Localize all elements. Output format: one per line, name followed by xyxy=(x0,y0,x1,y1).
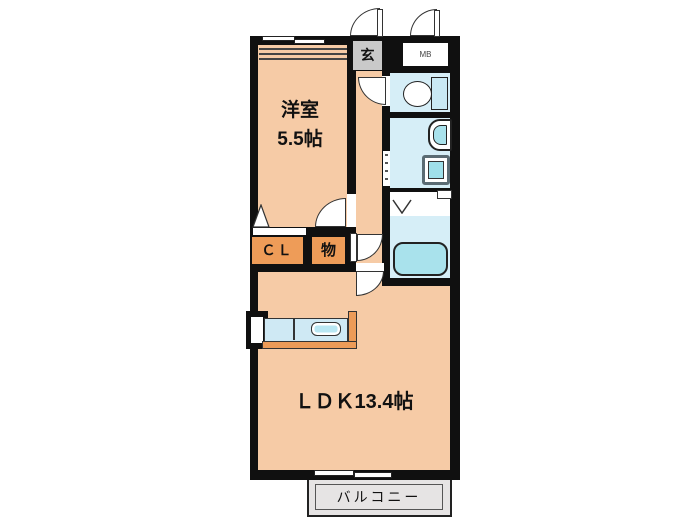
toilet-icon xyxy=(403,81,432,107)
entrance-door-swing-icon xyxy=(350,8,380,36)
western-room-label-block: 洋室 5.5帖 xyxy=(255,96,345,154)
storage-label: 物 xyxy=(320,242,336,259)
ldk-label: ＬＤＫ13.4帖 xyxy=(294,391,414,413)
kitchen-sink-icon xyxy=(311,322,341,336)
folding-door-triangle-icon xyxy=(252,204,270,228)
balcony-inner-rail xyxy=(315,484,443,510)
wall-right xyxy=(450,36,460,480)
closet-label: ＣＬ xyxy=(261,242,294,258)
balcony-label: バルコニー xyxy=(336,489,422,505)
western-room-floor xyxy=(258,45,347,227)
washbasin-bowl xyxy=(433,125,447,145)
kitchen-window-glass xyxy=(251,317,263,343)
meter-box-door-leaf xyxy=(434,10,440,37)
window-icon-west-a xyxy=(262,36,295,41)
wall-west-hall xyxy=(347,36,356,267)
kitchen-sink-unit xyxy=(264,318,348,342)
western-room-size-label: 5.5帖 xyxy=(277,129,323,150)
sliding-door-dashes-icon xyxy=(383,151,390,186)
window-icon-west-b xyxy=(294,39,325,44)
balcony-sliding-door-b xyxy=(354,472,392,478)
ledge-line xyxy=(259,58,347,60)
washing-machine-icon xyxy=(422,155,450,185)
bathtub-icon xyxy=(393,242,448,276)
washbasin-icon xyxy=(428,119,452,151)
balcony: バルコニー xyxy=(307,477,452,517)
entrance-area: 玄 xyxy=(352,40,383,71)
kitchen-window xyxy=(246,311,268,349)
storage-box: 物 xyxy=(310,235,347,266)
bath-counter xyxy=(437,190,452,199)
folding-door-v-icon xyxy=(392,199,412,214)
meter-box: MB xyxy=(401,41,450,68)
meter-box-label: MB xyxy=(419,50,432,59)
closet-box: ＣＬ xyxy=(250,235,305,266)
meter-box-door-swing-icon xyxy=(410,9,437,36)
storage-door-leaf xyxy=(350,233,357,262)
balcony-sliding-door-a xyxy=(314,470,354,476)
toilet-door-opening xyxy=(382,76,390,106)
ledge-line xyxy=(259,53,347,55)
ldk-floor-upper xyxy=(258,272,382,286)
ledge-line xyxy=(259,48,347,50)
dash-marks xyxy=(385,154,388,183)
ldk-door-opening xyxy=(356,263,384,271)
kitchen-unit-divider xyxy=(293,319,295,340)
western-door-opening xyxy=(347,194,356,227)
closet-opening xyxy=(253,228,306,235)
entrance-door-leaf xyxy=(377,9,383,37)
washing-machine-drum xyxy=(428,161,444,179)
western-room-label: 洋室 xyxy=(280,100,319,121)
toilet-tank xyxy=(431,77,448,110)
entrance-label: 玄 xyxy=(360,47,375,63)
kitchen-counter-front xyxy=(262,341,357,349)
